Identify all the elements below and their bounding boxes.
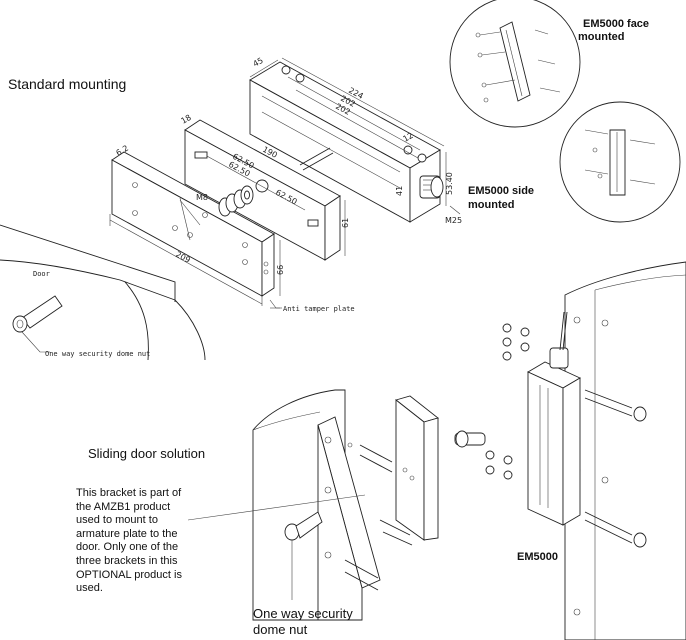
face-mounted-label-line2: mounted [578, 31, 625, 43]
magnet-dimension-lines [249, 57, 461, 215]
face-mounted-inset [449, 0, 581, 128]
em5000-bolts [584, 389, 647, 548]
pins [194, 151, 319, 227]
dim-18: 18 [180, 113, 193, 126]
security-dome-nut-left [12, 295, 63, 353]
armature-plate [184, 119, 341, 261]
dim-12: 12 [402, 131, 415, 144]
side-mounted-label-line2: mounted [468, 199, 515, 211]
em5000-washers [485, 323, 530, 480]
door-label: Door [33, 270, 50, 278]
face-mounted-label-line1: EM5000 face [583, 18, 650, 30]
magnet-body [249, 61, 444, 223]
bracket-note-leader [187, 494, 366, 521]
door-outline [0, 224, 206, 361]
dim-53-40: 53.40 [445, 172, 454, 195]
plate-dimension-lines [109, 197, 346, 309]
side-mounted-label-line1: EM5000 side [468, 185, 535, 197]
bracket-note: This bracket is part of the AMZB1 produc… [76, 487, 182, 595]
side-mounted-inset [559, 101, 681, 223]
sliding-dome-nut [284, 511, 323, 600]
em5000-label: EM5000 [517, 551, 558, 563]
washer-stack [218, 185, 254, 217]
anti-tamper-label: Anti tamper plate [283, 305, 355, 313]
dome-nut-small-label: One way security dome nut [45, 350, 150, 358]
anti-tamper-leader [269, 299, 280, 309]
em5000-magnet [527, 311, 581, 526]
sliding-bolt [454, 430, 486, 448]
dim-61: 61 [341, 218, 350, 228]
bracket-screws [344, 444, 413, 591]
dome-nut-label-line2: dome nut [253, 622, 308, 637]
dim-66: 66 [276, 265, 285, 275]
dim-41: 41 [395, 186, 404, 196]
em5000-frame [564, 261, 686, 640]
sliding-armature-plate [395, 395, 439, 541]
standard-mounting-title: Standard mounting [8, 76, 127, 92]
dim-45: 45 [252, 56, 265, 69]
sliding-door-title: Sliding door solution [88, 446, 206, 461]
dome-nut-label-line1: One way security [253, 606, 353, 621]
sliding-door-wall [252, 389, 381, 621]
dim-m8: M8 [196, 193, 208, 202]
dim-m25: M25 [445, 216, 462, 225]
